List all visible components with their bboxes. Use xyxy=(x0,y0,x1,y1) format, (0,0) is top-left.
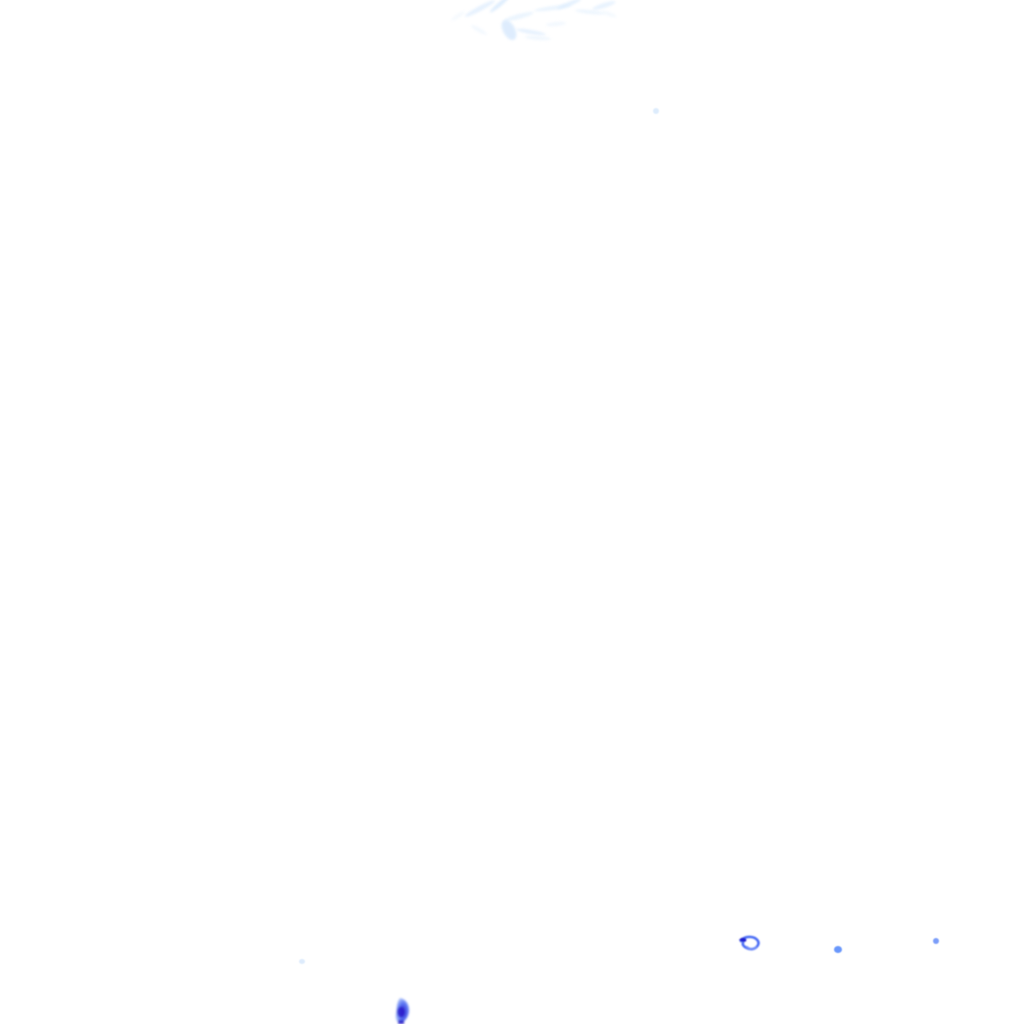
wisp-stroke-11 xyxy=(470,23,488,37)
wisp-stroke-7 xyxy=(556,0,582,11)
wisp-stroke-10 xyxy=(524,35,552,41)
blue-speck-far-right xyxy=(933,938,939,944)
blue-speck-right xyxy=(834,946,842,953)
wisp-stroke-13 xyxy=(600,9,618,19)
blue-droplet-mark xyxy=(392,996,414,1024)
wisp-stroke-1 xyxy=(463,0,497,19)
blue-speck-upper xyxy=(653,108,659,114)
wisp-stroke-4 xyxy=(498,17,520,43)
blue-speck-left xyxy=(299,959,305,964)
wisp-stroke-12 xyxy=(545,21,567,27)
wisp-stroke-6 xyxy=(533,3,573,13)
wisp-stroke-2 xyxy=(488,0,512,14)
wisp-stroke-5 xyxy=(515,27,547,37)
wisp-stroke-3 xyxy=(503,10,535,23)
blue-squiggle-mark xyxy=(737,932,763,954)
wisp-stroke-8 xyxy=(574,8,606,16)
wisp-stroke-9 xyxy=(591,0,617,12)
wisp-stroke-14 xyxy=(450,9,466,23)
